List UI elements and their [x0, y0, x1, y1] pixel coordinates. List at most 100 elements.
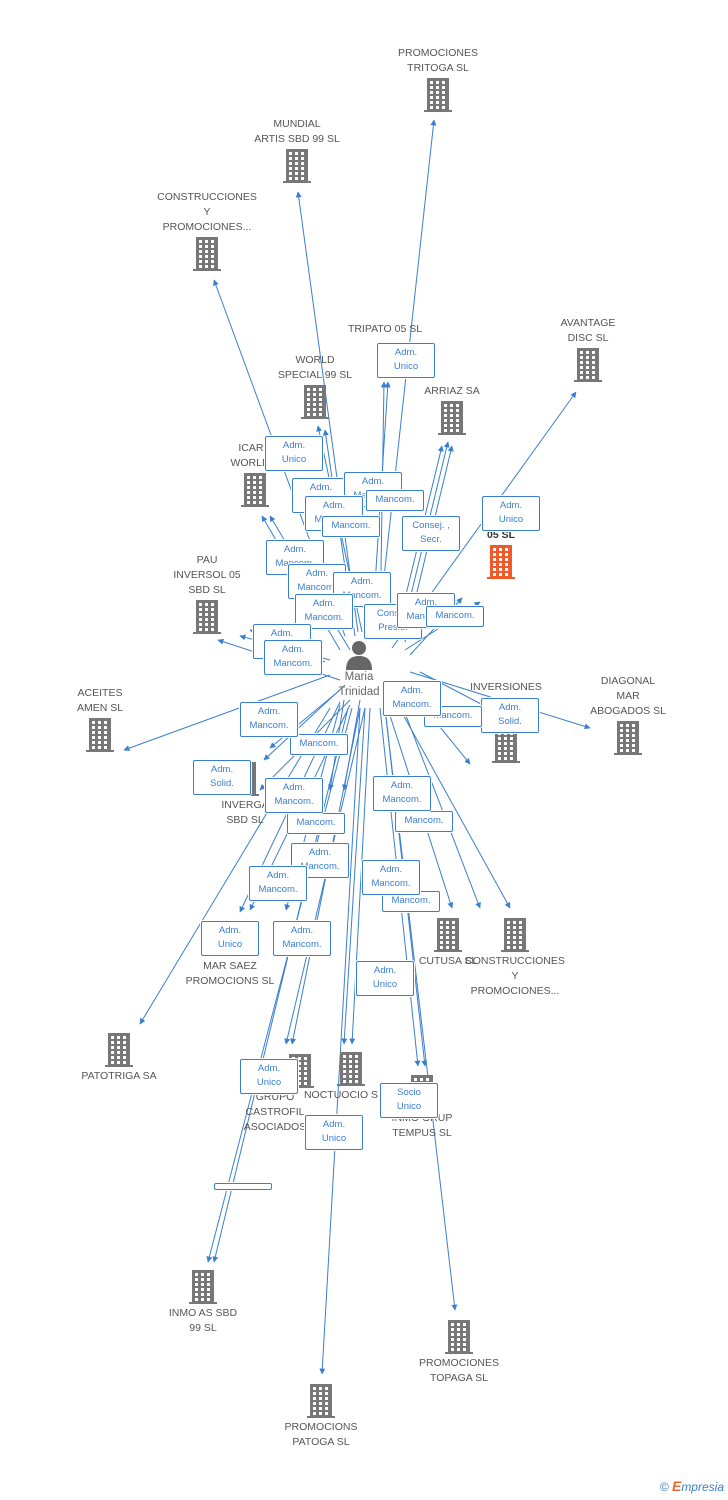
role-badge[interactable] — [214, 1183, 272, 1190]
company-node[interactable]: MAR SAEZ PROMOCIONS SL — [165, 959, 295, 989]
company-node[interactable]: CUTUSA SL — [383, 916, 513, 969]
building-icon — [445, 1320, 473, 1354]
person-icon — [346, 641, 372, 670]
role-badge[interactable]: Adm. Mancom. — [265, 778, 323, 813]
role-badge[interactable]: Adm. Unico — [305, 1115, 363, 1150]
role-badge[interactable]: Mancom. — [366, 490, 424, 511]
company-label: MUNDIAL ARTIS SBD 99 SL — [254, 118, 340, 145]
role-badge[interactable]: Adm. Mancom. — [362, 860, 420, 895]
role-badge[interactable]: Adm. Mancom. — [240, 702, 298, 737]
role-badge[interactable]: Mancom. — [322, 516, 380, 537]
relationship-edge — [394, 699, 511, 909]
company-label: INMO AS SBD 99 SL — [168, 1307, 238, 1334]
company-node[interactable]: MUNDIAL ARTIS SBD 99 SL — [232, 117, 362, 185]
building-icon — [307, 1384, 335, 1418]
company-node[interactable]: PATOTRIGA SA — [54, 1031, 184, 1084]
role-badge[interactable]: Adm. Unico — [265, 436, 323, 471]
company-node[interactable]: PROMOCIONS PATOGA SL — [256, 1382, 386, 1450]
company-node[interactable]: DIAGONAL MAR ABOGADOS SL — [563, 674, 693, 757]
company-node[interactable]: ARRIAZ SA — [387, 384, 517, 437]
role-badge[interactable]: Adm. Mancom. — [273, 921, 331, 956]
company-node[interactable]: NOCTUOCIO S — [286, 1050, 416, 1103]
company-label: PATOTRIGA SA — [81, 1070, 157, 1082]
building-icon — [337, 1052, 365, 1086]
role-badge[interactable]: Adm. Unico — [356, 961, 414, 996]
building-icon — [438, 401, 466, 435]
company-label: INVERGA SBD SL — [221, 799, 269, 826]
person-node[interactable]: Maria Trinidad — [314, 640, 404, 700]
company-label: MAR SAEZ PROMOCIONS SL — [185, 960, 275, 987]
company-label: ARRIAZ SA — [424, 385, 480, 397]
building-icon — [189, 1270, 217, 1304]
company-node[interactable]: CONSTRUCCIONES Y PROMOCIONES... — [450, 916, 580, 999]
role-badge[interactable]: Adm. Unico — [377, 343, 435, 378]
building-icon — [193, 600, 221, 634]
building-icon — [492, 729, 520, 763]
relationship-edge — [269, 689, 341, 749]
building-icon — [86, 718, 114, 752]
relationship-edge — [212, 707, 349, 1263]
company-label: DIAGONAL MAR ABOGADOS SL — [590, 675, 666, 717]
building-icon — [501, 918, 529, 952]
building-icon — [283, 149, 311, 183]
company-node[interactable]: INMO AS SBD 99 SL — [138, 1268, 268, 1336]
role-badge[interactable]: Mancom. — [395, 811, 453, 832]
company-label: PROMOCIONES TOPAGA SL — [419, 1357, 499, 1384]
relationship-edge — [206, 707, 353, 1263]
building-icon — [424, 78, 452, 112]
role-badge[interactable]: Adm. Unico — [482, 496, 540, 531]
company-node[interactable]: PAU INVERSOL 05 SBD SL — [142, 553, 272, 636]
company-node[interactable]: WORLD SPECIAL 99 SL — [250, 353, 380, 421]
company-node[interactable]: ACEITES AMEN SL — [35, 686, 165, 754]
relationship-edge — [399, 699, 481, 909]
relationship-edge — [349, 707, 371, 1045]
role-badge[interactable]: Mancom. — [290, 734, 348, 755]
building-icon — [193, 237, 221, 271]
relationship-edge — [319, 707, 361, 1375]
role-badge[interactable]: Adm. Mancom. — [373, 776, 431, 811]
role-badge[interactable]: Socio Unico — [380, 1083, 438, 1118]
building-icon — [241, 473, 269, 507]
company-label: PAU INVERSOL 05 SBD SL — [173, 554, 241, 596]
company-label: CONSTRUCCIONES Y PROMOCIONES... — [465, 955, 565, 997]
role-badge[interactable]: Consej. , Secr. — [402, 516, 460, 551]
brand-footer: © Empresia — [659, 1478, 724, 1494]
company-label: AVANTAGE DISC SL — [560, 317, 616, 344]
building-icon — [105, 1033, 133, 1067]
role-badge[interactable]: Adm. Mancom. — [383, 681, 441, 716]
role-badge[interactable]: Adm. Unico — [240, 1059, 298, 1094]
company-label: ACEITES AMEN SL — [76, 687, 124, 714]
building-icon — [574, 348, 602, 382]
company-node[interactable]: INVERSIONES — [441, 680, 571, 765]
company-label: INVERSIONES — [470, 681, 542, 693]
company-node[interactable]: CONSTRUCCIONES Y PROMOCIONES... — [142, 190, 272, 273]
relationship-edge — [139, 707, 331, 1025]
company-label: CONSTRUCCIONES Y PROMOCIONES... — [157, 191, 257, 233]
company-node[interactable]: AVANTAGE DISC SL — [523, 316, 653, 384]
role-badge[interactable]: Adm. Unico — [201, 921, 259, 956]
relationship-edge — [123, 674, 331, 751]
building-icon — [301, 385, 329, 419]
company-label: PROMOCIONES TRITOGA SL — [398, 47, 478, 74]
company-label: PROMOCIONS PATOGA SL — [284, 1421, 358, 1448]
company-label: TRIPATO 05 SL — [347, 323, 423, 335]
role-badge[interactable]: Adm. Mancom. — [295, 594, 353, 629]
company-label: WORLD SPECIAL 99 SL — [277, 354, 353, 381]
company-label: NOCTUOCIO S — [303, 1089, 379, 1101]
role-badge[interactable]: Adm. Solid. — [193, 760, 251, 795]
company-node[interactable]: TRIPATO 05 SL — [320, 322, 450, 337]
role-badge[interactable]: Adm. Mancom. — [249, 866, 307, 901]
building-icon — [487, 545, 515, 579]
relationship-edge — [295, 191, 359, 633]
role-badge[interactable]: Adm. Mancom. — [264, 640, 322, 675]
building-icon — [434, 918, 462, 952]
relationship-edge — [341, 707, 366, 1045]
person-name: Maria Trinidad — [338, 671, 380, 698]
role-badge[interactable]: Mancom. — [426, 606, 484, 627]
company-label: CUTUSA SL — [418, 955, 478, 967]
building-icon — [614, 721, 642, 755]
company-node[interactable]: PROMOCIONES TRITOGA SL — [373, 46, 503, 114]
role-badge[interactable]: Mancom. — [287, 813, 345, 834]
role-badge[interactable]: Adm. Solid. — [481, 698, 539, 733]
company-node[interactable]: PROMOCIONES TOPAGA SL — [394, 1318, 524, 1386]
